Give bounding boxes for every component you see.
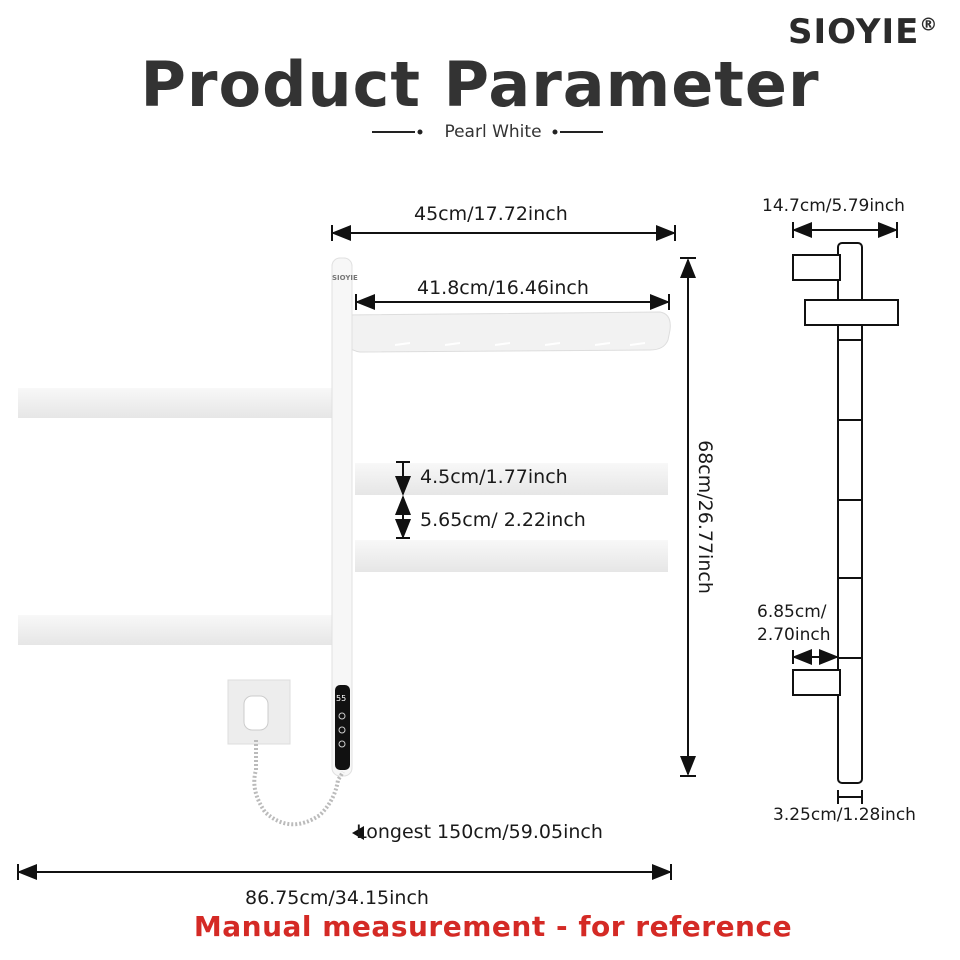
- depth-label: 14.7cm/5.79inch: [762, 196, 905, 216]
- bar-length-label: 41.8cm/16.46inch: [417, 277, 589, 299]
- offset-label-line1: 6.85cm/: [757, 602, 827, 622]
- brand-logo: SIOYIE®: [788, 12, 939, 52]
- towel-rack-side-view: [792, 242, 899, 784]
- dimension-arrows: [17, 222, 898, 880]
- shelf-slots: [394, 342, 646, 346]
- pole-width-label: 3.25cm/1.28inch: [773, 805, 916, 825]
- cable-length-label: Longest 150cm/59.05inch: [356, 821, 603, 843]
- subtitle-decoration: [372, 129, 603, 135]
- left-bar-lower: [18, 615, 334, 645]
- coiled-cable: [252, 740, 345, 827]
- height-label: 68cm/26.77inch: [694, 440, 716, 594]
- plug: [243, 695, 269, 731]
- span-label: 86.75cm/34.15inch: [245, 887, 429, 909]
- towel-rack-front-view: [18, 257, 671, 827]
- pole-logo: SIOYIE: [332, 274, 358, 282]
- right-bar-lower: [355, 540, 668, 572]
- offset-label-line2: 2.70inch: [757, 625, 831, 645]
- measurement-note: Manual measurement - for reference: [193, 910, 793, 943]
- overall-width-label: 45cm/17.72inch: [414, 203, 568, 225]
- left-bar-upper: [18, 388, 334, 418]
- bar-height-label: 4.5cm/1.77inch: [420, 466, 568, 488]
- bar-gap-label: 5.65cm/ 2.22inch: [420, 509, 586, 531]
- control-display: 55: [336, 694, 347, 703]
- cable-pointer-icon: [352, 826, 364, 840]
- top-shelf: [344, 311, 671, 353]
- page-title: Product Parameter: [140, 48, 820, 121]
- color-subtitle: Pearl White: [444, 122, 542, 142]
